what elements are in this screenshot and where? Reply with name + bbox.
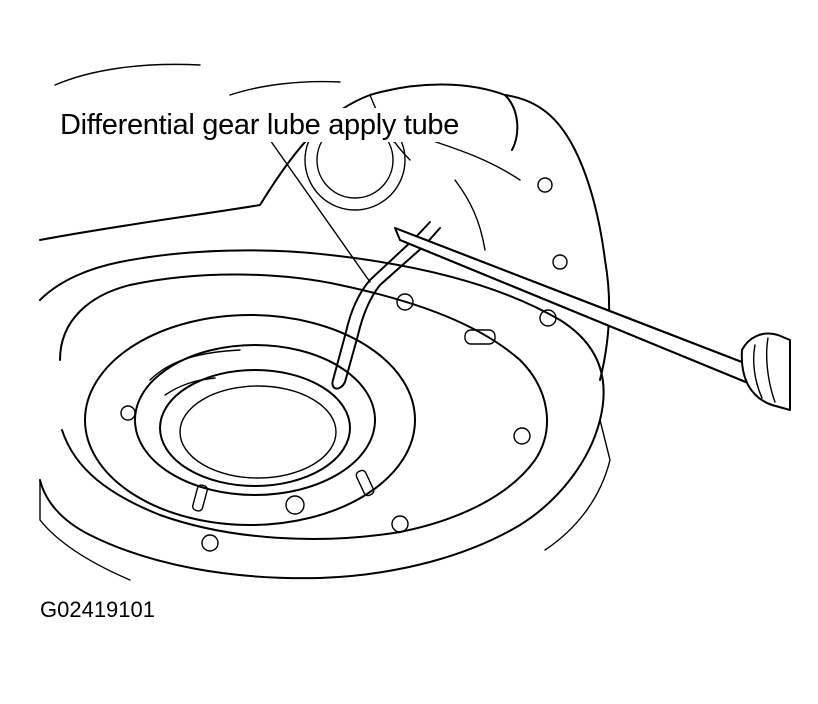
screwdriver-tool	[394, 227, 791, 411]
figure-code: G02419101	[40, 597, 155, 622]
lube-apply-tube	[331, 221, 441, 390]
callout-label: Differential gear lube apply tube	[60, 108, 460, 142]
callout-leader-line	[269, 139, 371, 283]
case-flange	[39, 249, 611, 581]
bearing-bore	[84, 314, 416, 526]
